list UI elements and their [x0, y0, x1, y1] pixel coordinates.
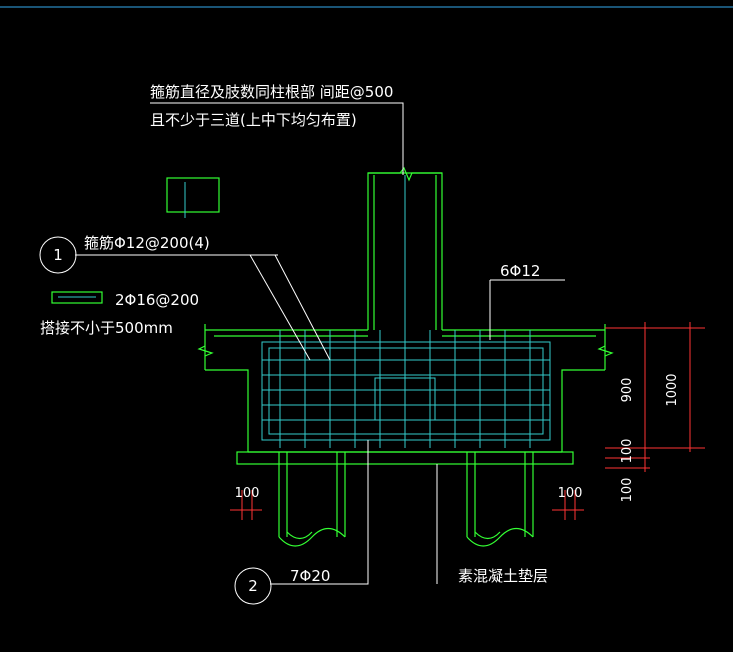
stirrup-spec: 箍筋Φ12@200(4) — [84, 234, 210, 252]
stirrup-note-line1: 箍筋直径及肢数同柱根部 间距@500 — [150, 83, 393, 101]
blinding-layer-label: 素混凝土垫层 — [458, 567, 548, 585]
pile-cap-outline — [51, 166, 614, 547]
callout-1: 1 — [53, 246, 63, 264]
callout-2: 2 — [248, 577, 258, 595]
dim-100-b: 100 — [620, 478, 635, 503]
dim-100-right-pile: 100 — [558, 486, 583, 501]
leader-lines — [39, 102, 565, 605]
lap-length-note: 搭接不小于500mm — [40, 319, 173, 337]
stirrup-note-line2: 且不少于三道(上中下均匀布置) — [150, 111, 357, 129]
dim-900: 900 — [620, 378, 635, 403]
main-bars-label: 7Φ20 — [290, 567, 330, 585]
dim-1000: 1000 — [665, 373, 680, 406]
dim-100-a: 100 — [620, 439, 635, 464]
top-bars-label: 6Φ12 — [500, 262, 540, 280]
dimension-lines — [230, 322, 705, 520]
tie-bars-label: 2Φ16@200 — [115, 291, 199, 309]
dim-100-left-pile: 100 — [235, 486, 260, 501]
rebar-cage — [58, 175, 551, 448]
